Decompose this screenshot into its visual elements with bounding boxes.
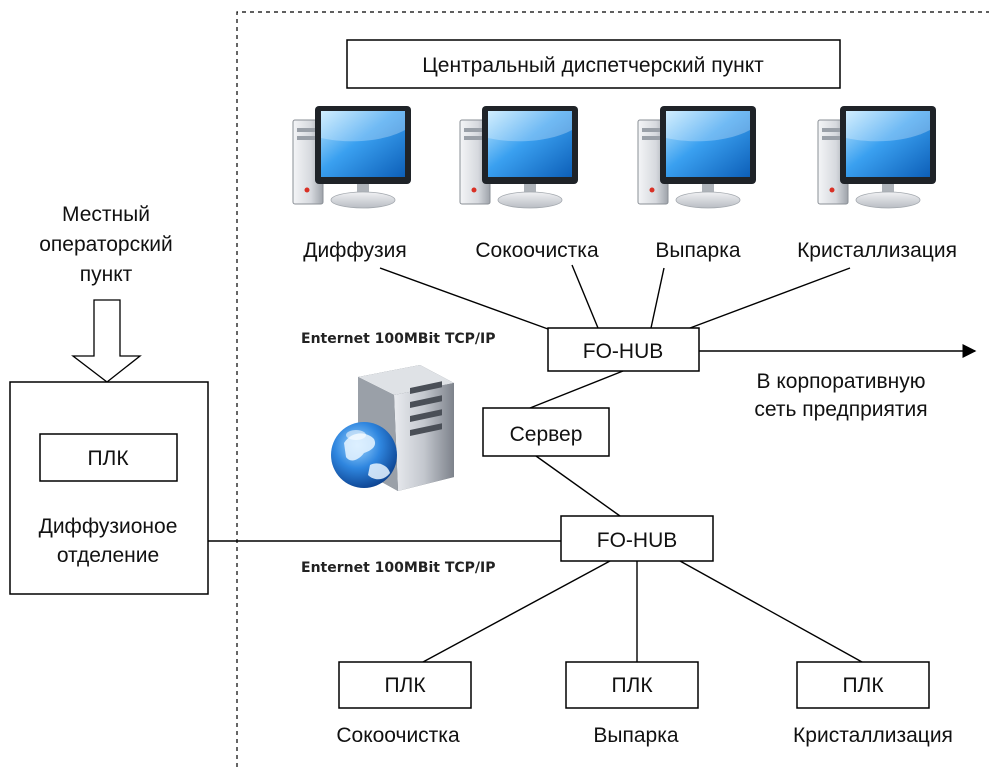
workstation-2: Сокоочистка — [459, 106, 599, 262]
page-title: Центральный диспетчерский пункт — [422, 54, 764, 77]
plc-2: ПЛК Выпарка — [565, 661, 699, 747]
workstation-label: Диффузия — [303, 239, 407, 262]
link-diffusion-hub — [379, 267, 549, 330]
plc-box — [565, 661, 699, 709]
server-label: Сервер — [510, 423, 583, 446]
down-arrow — [71, 299, 142, 383]
local-operator-point: Местный операторский пункт — [39, 203, 173, 286]
diffusion-dept-line2: отделение — [57, 544, 159, 567]
link-hub-plc-sokoochistka — [422, 560, 611, 663]
plc-row: ПЛК Сокоочистка ПЛК Выпарка ПЛК Кристаллизаци… — [336, 661, 953, 747]
corporate-label-line2: сеть предприятия — [754, 398, 927, 421]
plc-box — [796, 661, 930, 709]
upper-hub-label: FO-HUB — [583, 340, 664, 363]
link-hub-plc-crystallization — [679, 560, 863, 663]
lower-fo-hub: FO-HUB — [560, 515, 714, 562]
plc-box-label: ПЛК — [842, 674, 884, 697]
workstation-label: Кристаллизация — [797, 239, 957, 262]
link-server-lower-hub — [535, 455, 621, 517]
workstation-1: Диффузия — [292, 106, 411, 262]
server-globe-icon — [331, 365, 454, 491]
central-area-boundary — [236, 11, 989, 767]
link-vyparka-hub — [650, 267, 665, 329]
server-box: Сервер — [482, 407, 610, 457]
central-dispatch-title-box: Центральный диспетчерский пункт — [346, 39, 841, 89]
corporate-label-line1: В корпоративную — [757, 370, 926, 393]
workstation-label: Сокоочистка — [475, 239, 599, 262]
workstation-4: Кристаллизация — [797, 106, 957, 262]
plc-location-label: Выпарка — [593, 724, 678, 747]
desktop-computer-icon — [292, 106, 411, 209]
workstation-label: Выпарка — [655, 239, 740, 262]
desktop-computer-icon — [637, 106, 756, 209]
lower-hub-label: FO-HUB — [597, 529, 678, 552]
diffusion-department-box: ПЛК Диффузионое отделение — [9, 381, 209, 595]
plc-location-label: Сокоочистка — [336, 724, 460, 747]
local-operator-line3: пункт — [80, 263, 133, 286]
plc-box-label: ПЛК — [384, 674, 426, 697]
diffusion-plc-box — [39, 433, 178, 482]
plc-3: ПЛК Кристаллизация — [793, 661, 953, 747]
diffusion-plc-label: ПЛК — [87, 447, 129, 470]
upper-network-label: Enternet 100MBit TCP/IP — [301, 331, 496, 347]
link-sokoochistka-hub — [571, 264, 599, 329]
lower-network-label: Enternet 100MBit TCP/IP — [301, 560, 496, 576]
diffusion-dept-line1: Диффузионое — [39, 515, 178, 538]
plc-box — [338, 661, 472, 709]
plc-box-label: ПЛК — [611, 674, 653, 697]
link-crystallization-hub — [689, 267, 851, 329]
link-hub-server — [529, 370, 624, 409]
plc-location-label: Кристаллизация — [793, 724, 953, 747]
desktop-computer-icon — [817, 106, 936, 209]
desktop-computer-icon — [459, 106, 578, 209]
upper-fo-hub: FO-HUB — [547, 327, 700, 372]
workstation-3: Выпарка — [637, 106, 756, 262]
local-operator-line1: Местный — [62, 203, 150, 226]
workstations-row: Диффузия Сокоочистка Выпарка Кристаллизация — [292, 106, 957, 262]
local-operator-line2: операторский — [39, 233, 173, 256]
plc-1: ПЛК Сокоочистка — [336, 661, 472, 747]
